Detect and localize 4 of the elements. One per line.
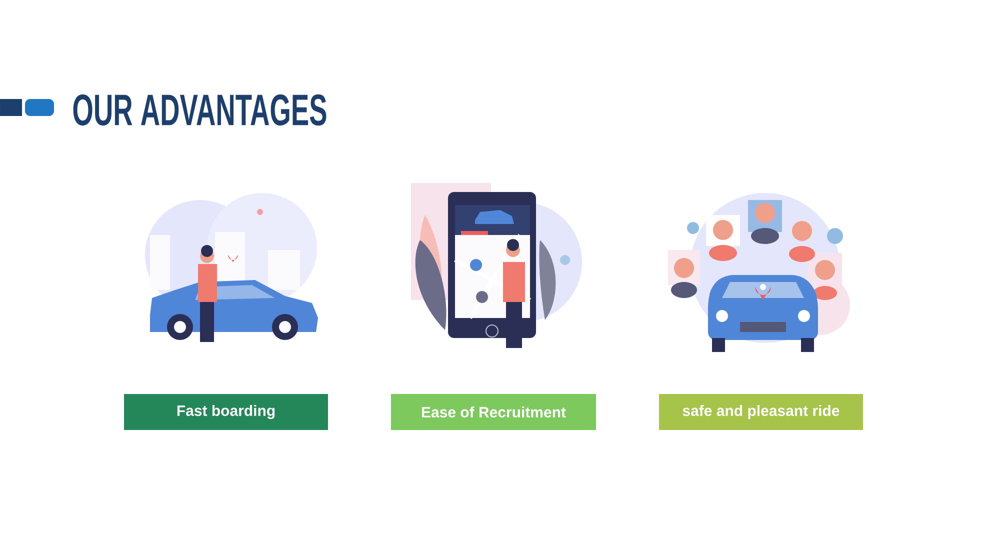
label-box: Ease of Recruitment [391, 394, 596, 430]
label-box: safe and pleasant ride [659, 394, 863, 430]
label-box: Fast boarding [124, 394, 328, 430]
title: OUR ADVANTAGES [73, 94, 326, 126]
